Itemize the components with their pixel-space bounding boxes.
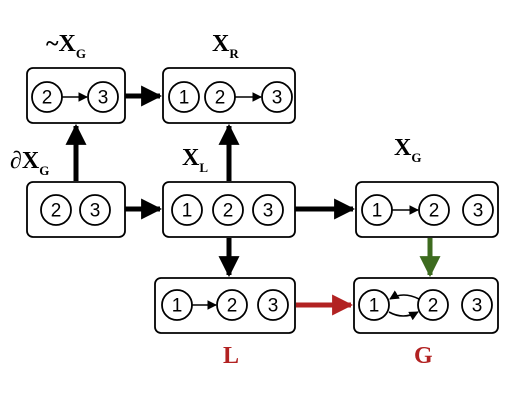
box-xg: 1 2 3 <box>355 181 499 238</box>
edge-1-2 <box>388 311 419 321</box>
node-1 <box>358 289 390 321</box>
xl-label: XL <box>182 145 208 175</box>
node-3 <box>252 194 284 226</box>
xr-label: XR <box>212 31 239 61</box>
node-3 <box>261 81 293 113</box>
svg-text:1: 1 <box>182 201 193 222</box>
box-xl: 1 2 3 <box>162 181 296 238</box>
node-3 <box>257 289 289 321</box>
svg-text:1: 1 <box>369 296 380 317</box>
node-3 <box>79 194 111 226</box>
svg-text:3: 3 <box>263 201 274 222</box>
node-3 <box>461 289 493 321</box>
node-1 <box>168 81 200 113</box>
partial-xg-label: ∂XG <box>10 148 49 178</box>
box-partial-xg: 2 3 <box>26 181 126 238</box>
box-xr: 1 2 3 <box>162 67 296 124</box>
node-3 <box>87 81 119 113</box>
svg-text:2: 2 <box>42 88 53 109</box>
svg-text:2: 2 <box>223 201 234 222</box>
box-not-xg: 2 3 <box>26 67 126 124</box>
l-label: L <box>223 343 239 369</box>
svg-text:2: 2 <box>51 201 62 222</box>
node-2 <box>40 194 72 226</box>
box-g: 1 2 3 <box>353 277 499 334</box>
node-2 <box>417 289 449 321</box>
svg-text:3: 3 <box>90 201 101 222</box>
node-1 <box>171 194 203 226</box>
svg-text:2: 2 <box>428 296 439 317</box>
svg-text:1: 1 <box>372 201 383 222</box>
svg-text:3: 3 <box>472 296 483 317</box>
svg-text:2: 2 <box>215 88 226 109</box>
g-label: G <box>414 343 433 369</box>
svg-text:3: 3 <box>473 201 484 222</box>
svg-text:1: 1 <box>179 88 190 109</box>
node-2 <box>216 289 248 321</box>
svg-text:2: 2 <box>429 201 440 222</box>
node-2 <box>418 194 450 226</box>
svg-text:2: 2 <box>227 296 238 317</box>
svg-text:3: 3 <box>272 88 283 109</box>
edge-2-1 <box>389 290 420 300</box>
box-l: 1 2 3 <box>154 277 296 334</box>
xg-label: XG <box>394 135 421 165</box>
not-xg-label: ~XG <box>46 31 86 61</box>
node-2 <box>212 194 244 226</box>
svg-text:1: 1 <box>172 296 183 317</box>
node-3 <box>462 194 494 226</box>
svg-text:3: 3 <box>268 296 279 317</box>
svg-text:3: 3 <box>98 88 109 109</box>
